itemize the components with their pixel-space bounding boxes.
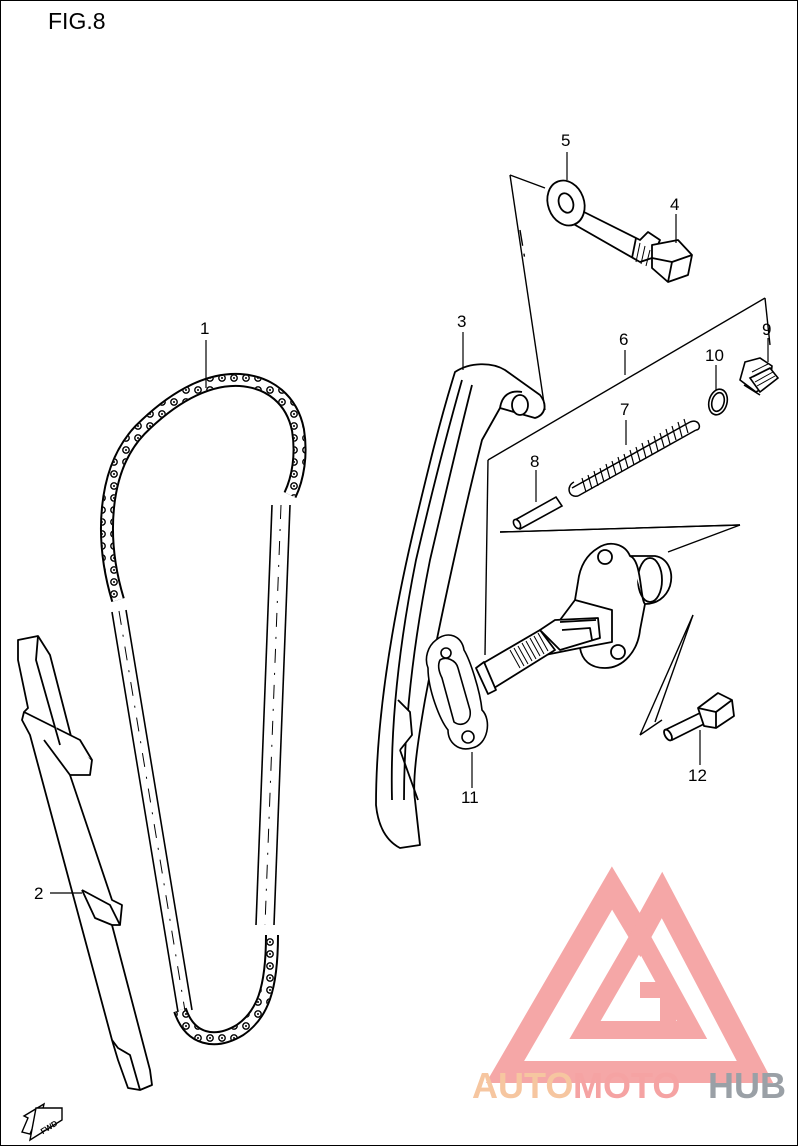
- leader-lines: [50, 152, 769, 894]
- callout-9: 9: [762, 320, 771, 339]
- figure-title: FIG.8: [48, 8, 106, 34]
- callout-5: 5: [561, 131, 570, 150]
- plug-bolt-no-9: [739, 357, 780, 396]
- washer-no-5: [546, 179, 586, 227]
- o-ring-no-10: [707, 388, 729, 416]
- rod-no-8: [512, 495, 564, 531]
- cam-chain: [100, 372, 307, 1046]
- gasket-no-11: [425, 634, 489, 750]
- callout-12: 12: [688, 766, 707, 785]
- brand-hub: HUB: [708, 1065, 786, 1106]
- callout-11: 11: [461, 788, 479, 807]
- callout-1: 1: [200, 319, 209, 338]
- brand-auto: AUTO: [472, 1065, 573, 1106]
- callout-8: 8: [530, 452, 539, 471]
- bolt-no-12: [663, 692, 735, 742]
- callout-4: 4: [670, 195, 679, 214]
- watermark-logo: [485, 866, 774, 1083]
- brand-moto: MOTO: [573, 1065, 680, 1106]
- bolt-no-4: [569, 204, 693, 283]
- watermark-brand-text: AUTO MOTO HUB: [472, 1065, 786, 1106]
- fwd-arrow-icon: FWD: [21, 1102, 63, 1142]
- callout-10: 10: [705, 346, 724, 365]
- callout-numbers: 1 2 3 4 5 6 7 8 9 10 11 12: [34, 131, 771, 903]
- chain-tensioner-guide-no-3: [375, 363, 546, 849]
- tensioner-body-no-6: [475, 542, 673, 695]
- callout-2: 2: [34, 884, 43, 903]
- spring-no-7: [568, 418, 701, 497]
- callout-6: 6: [619, 330, 628, 349]
- callout-7: 7: [620, 400, 629, 419]
- tensioner-assembly-frame: [484, 174, 771, 736]
- callout-3: 3: [457, 312, 466, 331]
- chain-guide-no-2: [17, 635, 153, 1091]
